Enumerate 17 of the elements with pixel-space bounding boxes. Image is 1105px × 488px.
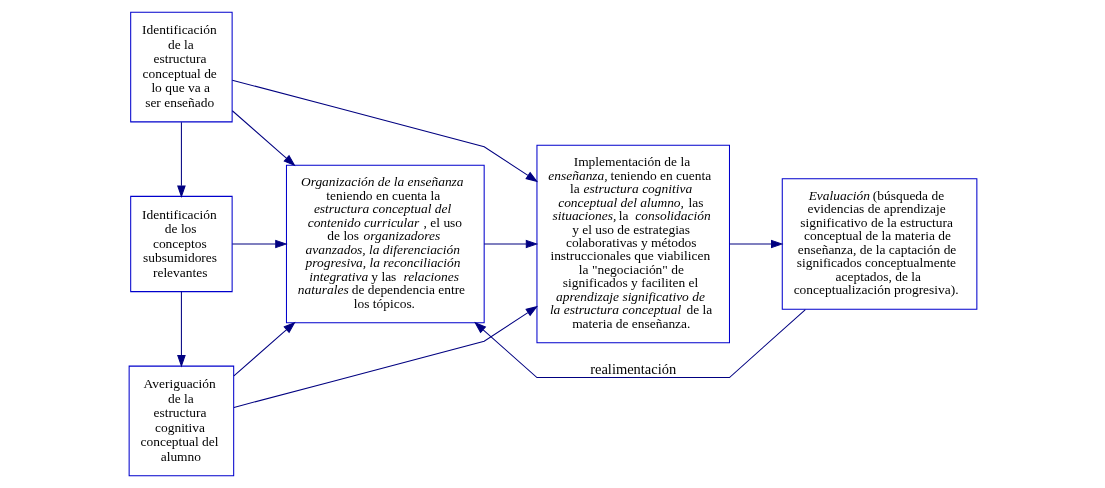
node-box: Averiguación de la estructura cognitiva conceptual del alumno bbox=[128, 365, 234, 477]
arrow bbox=[483, 239, 538, 249]
arrow bbox=[232, 305, 538, 408]
arrow bbox=[176, 121, 186, 198]
arrow bbox=[728, 239, 783, 249]
node-box: Evaluación (búsqueda de evidencias de aprendizaje significativo de la estructura conceptual de la materia de enseñanza, de la captación de significados conceptualmente aceptados, de la conceptualización progresiva). bbox=[781, 178, 977, 310]
node-box: Identificación de la estructura conceptual de lo que va a ser enseñado bbox=[129, 11, 233, 123]
node-box: Organización de la enseñanza teniendo en cuenta la estructura conceptual del contenido curricular, el uso de los organizadores avanzados, la diferenciación progresiva, la reconciliación integrativa y las relaciones naturales de dependencia entre los tópicos. bbox=[285, 164, 485, 324]
arrow bbox=[232, 321, 296, 377]
node-box: Implementación de la enseñanza, teniendo en cuenta la estructura cognitiva conceptual del alumno, las situaciones, la consolidación y el uso de estrategias colaborativas y métodos instruccionales que viabilicen la "negociación" de significados y faciliten el aprendizaje significativo de la estructura conceptual de la materia de enseñanza. bbox=[535, 144, 730, 344]
arrow bbox=[231, 110, 296, 167]
arrow bbox=[231, 239, 288, 249]
arrow bbox=[231, 79, 538, 183]
arrow bbox=[473, 309, 806, 379]
node-box: Identificación de los conceptos subsumidores relevantes bbox=[129, 195, 233, 293]
edge-label: realimentación bbox=[589, 360, 676, 377]
arrow bbox=[176, 291, 186, 368]
